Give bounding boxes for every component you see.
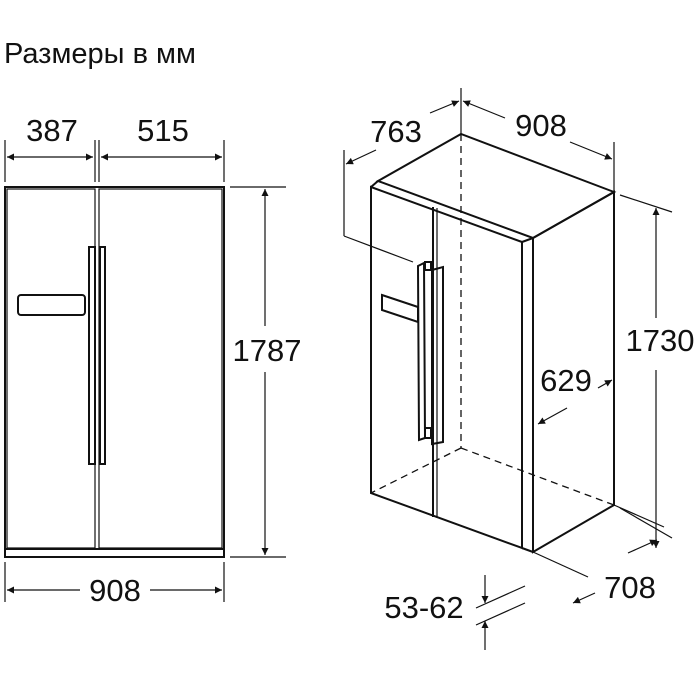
height-label: 1787 (233, 333, 302, 368)
freezer-handle (88, 246, 96, 465)
fridge-width-label: 515 (137, 113, 189, 148)
feet-height-label: 53-62 (384, 590, 463, 625)
fridge-handle (99, 246, 106, 465)
front-face (370, 185, 523, 550)
fridge-door (98, 188, 223, 549)
fridge-outline (4, 186, 225, 558)
freezer-handle (416, 261, 427, 442)
freezer-door (6, 188, 96, 549)
front-view-fridge (4, 186, 225, 558)
top-face (375, 132, 617, 240)
freezer-width-label: 387 (26, 113, 78, 148)
iso-height-label: 1730 (626, 323, 695, 358)
iso-view-dimensions: 908 763 1730 629 708 53-62 (343, 88, 695, 650)
fridge-handle (431, 265, 444, 446)
front-view-dimensions: 387 515 1787 908 (4, 113, 302, 608)
water-dispenser (17, 294, 86, 316)
iso-view-fridge (370, 132, 617, 554)
water-dispenser (381, 293, 419, 324)
depth-label: 763 (370, 114, 422, 149)
side-depth-label: 629 (540, 363, 592, 398)
total-width-label: 908 (89, 573, 141, 608)
iso-width-label: 908 (515, 108, 567, 143)
page-title: Размеры в мм (4, 38, 196, 70)
bottom-depth-label: 708 (604, 570, 656, 605)
